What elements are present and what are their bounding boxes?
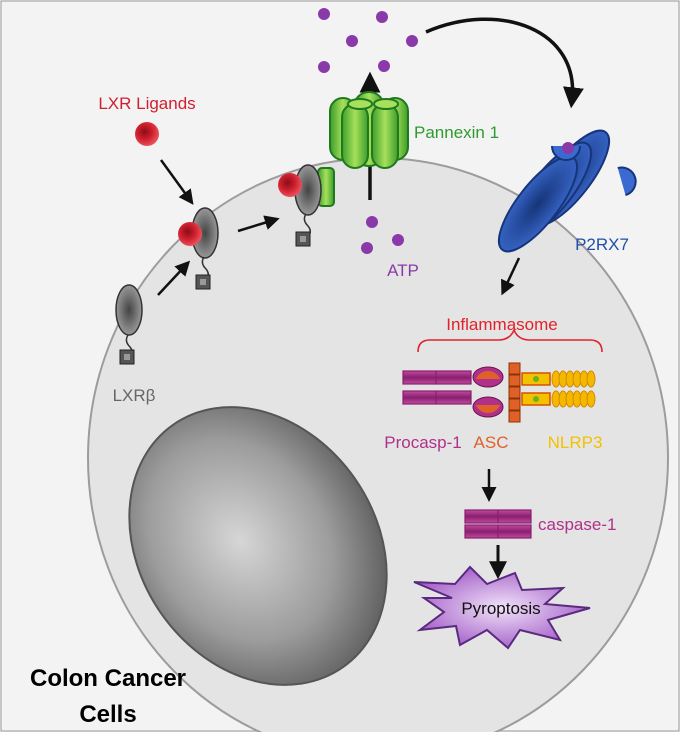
- pannexin-label: Pannexin 1: [414, 123, 499, 142]
- lxr-activation-arrow: [157, 260, 191, 296]
- inflammasome-complex: [402, 362, 596, 423]
- nucleus: [128, 406, 388, 686]
- atp-molecules-intracellular: [361, 216, 404, 254]
- lxr-receptor-unbound: [115, 284, 143, 365]
- p2rx7-receptor: [497, 129, 637, 253]
- atp-molecules-extracellular: [318, 8, 418, 73]
- cell-title-line2: Cells: [79, 701, 136, 728]
- inflammasome-bracket: [417, 327, 603, 353]
- inflammasome-label: Inflammasome: [446, 315, 557, 334]
- caspase-label: caspase-1: [538, 515, 616, 534]
- p2rx7-to-inflammasome-arrow: [501, 257, 521, 296]
- nlrp3-label: NLRP3: [548, 433, 603, 452]
- lxr-beta-label: LXRβ: [113, 386, 156, 405]
- asc-label: ASC: [474, 433, 509, 452]
- lxr-receptor-pannexin: [278, 164, 322, 247]
- pannexin-channel: [329, 91, 409, 169]
- pyroptosis-burst: [413, 565, 591, 650]
- lxr-to-pannexin-arrow: [237, 215, 280, 233]
- lxr-ligands-label: LXR Ligands: [98, 94, 195, 113]
- lxr-receptor-bound: [178, 207, 219, 290]
- procasp-label: Procasp-1: [384, 433, 461, 452]
- lxr-ligand: [135, 122, 159, 146]
- ligand-arrow: [159, 159, 194, 205]
- pyroptosis-label: Pyroptosis: [461, 599, 540, 618]
- p2rx7-label: P2RX7: [575, 235, 629, 254]
- atp-to-p2rx7-arrow: [425, 17, 584, 109]
- cell-title-line1: Colon Cancer: [30, 665, 186, 692]
- caspase-1-dimer: [464, 509, 532, 539]
- atp-label: ATP: [387, 261, 419, 280]
